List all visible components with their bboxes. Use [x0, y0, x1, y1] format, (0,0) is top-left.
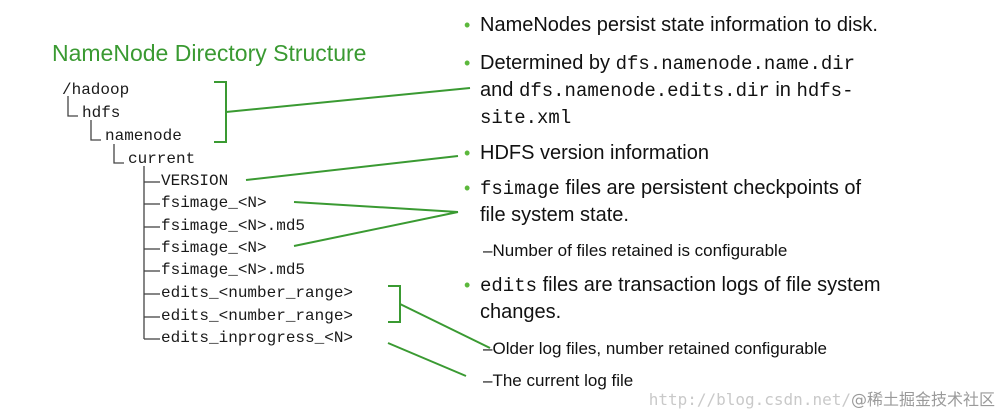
sub-bullet-fsimage: –Number of files retained is configurabl…	[483, 241, 788, 260]
connector-hadoop	[225, 87, 471, 113]
tree-file-fsimage-1: fsimage_<N>	[161, 194, 267, 212]
tree-file-fsimage-2: fsimage_<N>	[161, 239, 267, 257]
connector-inprogress	[387, 342, 467, 377]
tree-file-fsimage-md5-1: fsimage_<N>.md5	[161, 217, 306, 235]
tree-node-current: current	[128, 150, 196, 168]
connector-edits	[399, 303, 491, 349]
tree-node-hdfs: hdfs	[82, 104, 121, 122]
dash-icon: –	[483, 241, 493, 260]
bullet-edits: •edits files are transaction logs of fil…	[464, 274, 881, 323]
tree-line-current	[113, 144, 124, 164]
tree-file-edits-2: edits_<number_range>	[161, 307, 354, 325]
tree-lines	[67, 96, 160, 340]
sub-bullet-edits-older: –Older log files, number retained config…	[483, 339, 827, 358]
dash-icon: –	[483, 339, 493, 358]
tree-node-namenode: namenode	[105, 127, 182, 145]
bullet-dot-icon: •	[464, 15, 471, 35]
diagram-title: NameNode Directory Structure	[52, 40, 367, 66]
bullet-fsimage: •fsimage files are persistent checkpoint…	[464, 177, 862, 226]
bracket-hadoop	[214, 81, 227, 143]
bullet-dot-icon: •	[464, 275, 471, 295]
green-connectors	[214, 81, 491, 377]
tree-file-edits-1: edits_<number_range>	[161, 284, 354, 302]
connector-fsimage-2	[293, 211, 459, 247]
connector-version	[245, 155, 459, 181]
tree-file-fsimage-md5-2: fsimage_<N>.md5	[161, 261, 306, 279]
bullet-determined: •Determined by dfs.namenode.name.dir and…	[464, 52, 856, 129]
tree-file-version: VERSION	[161, 172, 229, 190]
bullet-persist: •NameNodes persist state information to …	[464, 14, 878, 36]
bullet-dot-icon: •	[464, 143, 471, 163]
bracket-edits	[388, 285, 401, 323]
tree-node-hadoop: /hadoop	[62, 81, 130, 99]
tree-line-namenode	[90, 120, 101, 141]
bullet-dot-icon: •	[464, 53, 471, 73]
sub-bullet-edits-current: –The current log file	[483, 371, 634, 390]
tree-file-edits-inprogress: edits_inprogress_<N>	[161, 329, 354, 347]
bullet-version: •HDFS version information	[464, 142, 709, 164]
bullet-dot-icon: •	[464, 178, 471, 198]
connector-fsimage-1	[293, 201, 459, 213]
dash-icon: –	[483, 371, 493, 390]
tree-line-hdfs	[67, 96, 78, 117]
watermark: http://blog.csdn.net/@稀土掘金技术社区	[648, 390, 995, 409]
